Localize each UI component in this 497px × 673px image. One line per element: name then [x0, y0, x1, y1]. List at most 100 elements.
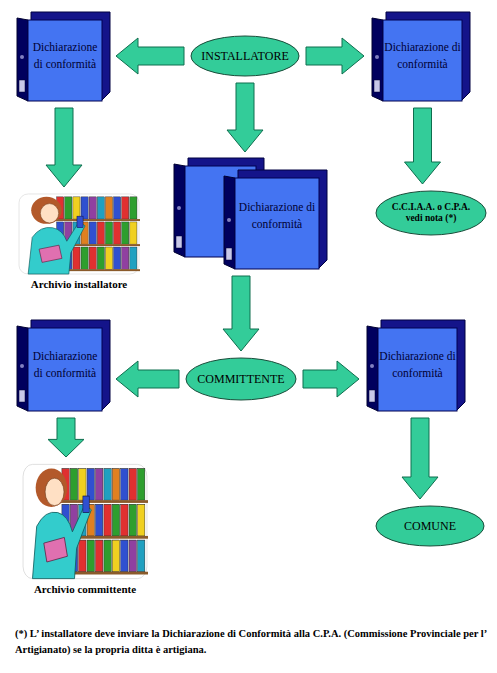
pink-book: [44, 537, 68, 562]
ellipse-outline: [376, 191, 486, 235]
book: [129, 469, 136, 501]
binder-node: Dichiarazione di conformità: [370, 12, 470, 102]
binder-cover: [28, 328, 102, 411]
node-text: COMUNE: [383, 505, 477, 547]
book: [138, 540, 145, 572]
book: [129, 540, 136, 572]
ellipse-node: COMUNE: [375, 505, 485, 547]
book: [104, 540, 111, 572]
binder-label: [19, 80, 25, 92]
node-text: Dichiarazione di conformità: [383, 32, 462, 80]
face: [40, 204, 58, 223]
binder-spine: [17, 18, 28, 101]
book: [138, 469, 145, 501]
node-text: COMMITTENTE: [193, 357, 289, 401]
binder-spine: [224, 176, 235, 269]
node-text: Archivio committente: [8, 583, 162, 595]
book: [121, 469, 128, 501]
pink-book: [39, 245, 62, 262]
binder-icon: [370, 12, 470, 102]
book: [104, 504, 111, 536]
binder-icon: [365, 320, 465, 412]
footnote: (*) L’ installatore deve inviare la Dich…: [15, 626, 487, 659]
book: [89, 222, 96, 244]
book: [96, 504, 103, 536]
archive-illustration: [18, 193, 140, 275]
book: [105, 222, 112, 244]
book: [73, 197, 80, 219]
binder-cover: [28, 20, 102, 101]
book: [122, 222, 129, 244]
book: [129, 504, 136, 536]
book: [114, 222, 121, 244]
book: [73, 247, 80, 269]
shelf: [55, 219, 140, 221]
binder-ring: [20, 55, 24, 59]
archive-illustration: [22, 463, 148, 580]
block-arrow: [116, 361, 179, 397]
archive-node: Archivio committente: [22, 463, 148, 600]
book: [112, 469, 119, 501]
ellipse-node: INSTALLATORE: [190, 35, 300, 77]
book: [112, 540, 119, 572]
node-text: Archivio installatore: [4, 278, 154, 290]
book: [89, 247, 96, 269]
block-arrow: [402, 418, 438, 499]
binder-stack-node: Dichiarazione di conformità: [172, 158, 327, 270]
archive-frame: [19, 194, 139, 274]
ellipse-node: C.C.I.A.A. o C.P.A. vedi nota (*): [375, 190, 487, 236]
book: [130, 247, 137, 269]
book: [122, 197, 129, 219]
held-book: [77, 216, 83, 228]
node-text: Dichiarazione di conformità: [28, 32, 102, 80]
binder-ring: [370, 364, 374, 368]
binder-ring: [227, 218, 231, 222]
binder-label: [176, 236, 182, 248]
binder-label: [374, 80, 380, 92]
face: [45, 478, 64, 506]
binder-icon: [15, 320, 110, 412]
book: [87, 540, 94, 572]
book: [65, 197, 72, 219]
node-text: C.C.I.A.A. o C.P.A. vedi nota (*): [383, 190, 479, 236]
book: [96, 540, 103, 572]
block-arrow: [303, 361, 359, 397]
shelf: [60, 500, 148, 503]
book: [114, 197, 121, 219]
binder-label: [226, 248, 232, 260]
ellipse-outline: [376, 506, 484, 546]
body: [33, 504, 92, 578]
book: [130, 222, 137, 244]
book: [81, 197, 88, 219]
book: [105, 197, 112, 219]
book: [96, 469, 103, 501]
book: [89, 197, 96, 219]
book: [138, 504, 145, 536]
block-arrow: [227, 83, 263, 152]
book: [79, 469, 86, 501]
book: [104, 469, 111, 501]
book: [121, 540, 128, 572]
binder-node: Dichiarazione di conformità: [15, 12, 110, 102]
block-arrow: [48, 418, 84, 457]
binder-ring: [177, 206, 181, 210]
book: [81, 247, 88, 269]
book: [70, 469, 77, 501]
book: [122, 247, 129, 269]
node-text: Dichiarazione di conformità: [28, 340, 102, 390]
hair: [31, 197, 62, 224]
binder-spine: [372, 18, 383, 101]
book: [79, 540, 86, 572]
book: [130, 197, 137, 219]
block-arrow: [223, 276, 259, 351]
node-text: Dichiarazione di conformità: [378, 340, 457, 390]
ellipse-outline: [186, 358, 296, 400]
binder-node: Dichiarazione di conformità: [365, 320, 465, 412]
binder-icon: [15, 12, 110, 102]
binder-ring: [20, 364, 24, 368]
block-arrow: [46, 108, 82, 187]
binder-spine: [17, 326, 28, 411]
book: [112, 504, 119, 536]
archive-node: Archivio installatore: [18, 193, 140, 295]
